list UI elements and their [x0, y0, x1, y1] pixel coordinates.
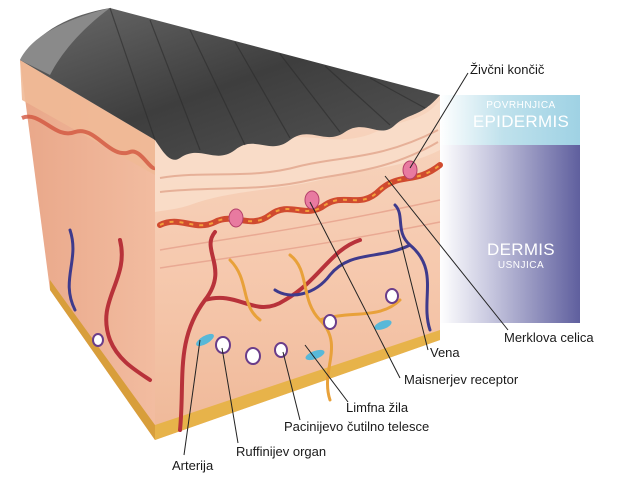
vein-vessel — [67, 203, 432, 332]
subcutaneous-layer — [155, 330, 440, 440]
side-subcutaneous-layer — [50, 280, 155, 440]
skin-surface — [20, 8, 440, 160]
ruffini-organs — [196, 320, 392, 361]
label-nerve-ending: Živčni končič — [470, 62, 545, 77]
skin-surface-curl — [20, 8, 110, 75]
label-ruffini-organ: Ruffinijev organ — [236, 444, 327, 459]
label-pacinian-corpuscle: Pacinijevo čutilno telesce — [284, 419, 430, 434]
epidermis-title: EPIDERMIS — [472, 112, 570, 131]
dermis-subtitle: USNJICA — [497, 260, 545, 271]
meissner-receptors — [228, 160, 418, 228]
dermis-fibers — [159, 199, 441, 269]
pacinian-corpuscles — [92, 288, 399, 365]
side-epidermis-band — [20, 60, 155, 175]
dermis-panel: DERMIS USNJICA — [462, 240, 580, 272]
epidermis-panel: POVRHNJICA EPIDERMIS — [462, 100, 580, 132]
leader-lines — [183, 72, 509, 456]
skin-surface-ridges — [109, 7, 426, 151]
label-meissner-receptor: Maisnerjev receptor — [404, 372, 519, 387]
front-epidermis — [155, 100, 440, 212]
label-vein: Vena — [430, 345, 460, 360]
label-lymph-vessel: Limfna žila — [346, 400, 409, 415]
epidermis-subtitle: POVRHNJICA — [486, 100, 556, 111]
side-wavy-layer — [21, 114, 156, 170]
label-merkel-cell: Merklova celica — [504, 330, 594, 345]
epidermis-band — [440, 95, 580, 145]
dermis-band — [440, 145, 580, 323]
dermal-papillae-highlight — [159, 164, 441, 227]
stratum-lines — [159, 129, 439, 193]
dermis-title: DERMIS — [487, 240, 555, 259]
label-artery: Arterija — [172, 458, 214, 473]
